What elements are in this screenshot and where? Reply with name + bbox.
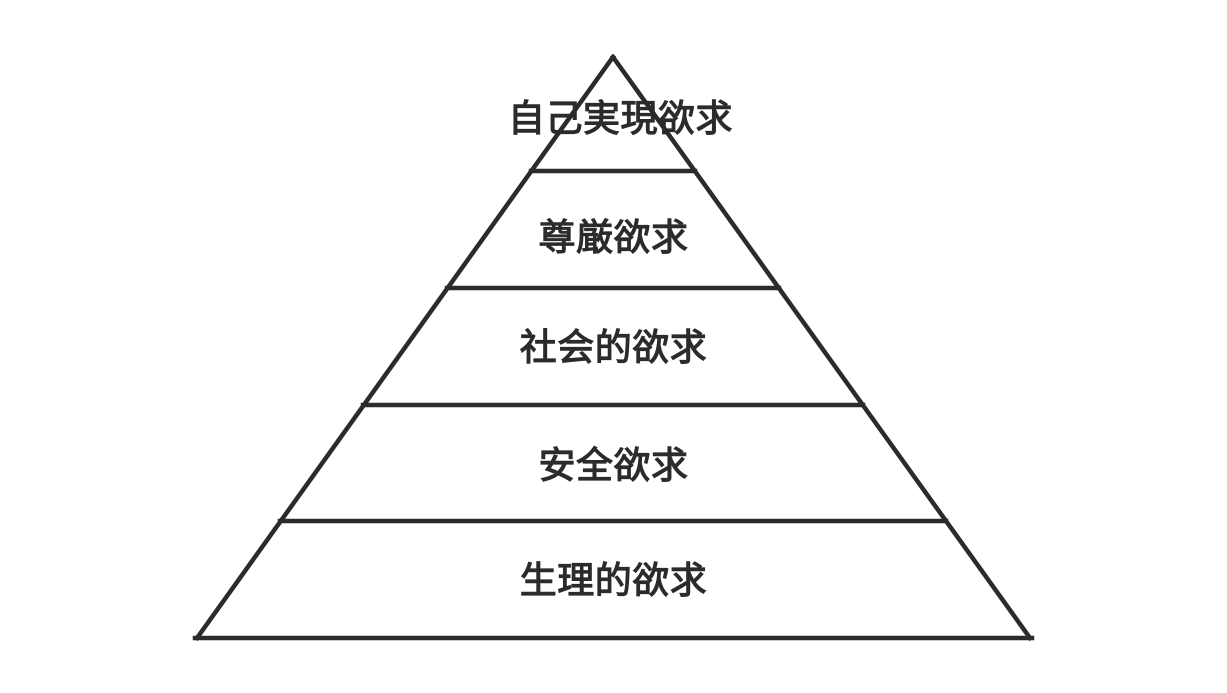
pyramid-body — [197, 57, 1030, 638]
pyramid-right-edge — [609, 53, 1034, 642]
pyramid-left-edge — [193, 53, 617, 642]
pyramid-tier-label-social: 社会的欲求 — [519, 326, 708, 369]
pyramid-tier-label-physiological: 生理的欲求 — [519, 559, 708, 602]
pyramid-tier-label-esteem: 尊厳欲求 — [538, 216, 689, 259]
pyramid-tier-label-self-actualization: 自己実現欲求 — [508, 97, 733, 140]
pyramid-tier-label-safety: 安全欲求 — [538, 444, 689, 487]
